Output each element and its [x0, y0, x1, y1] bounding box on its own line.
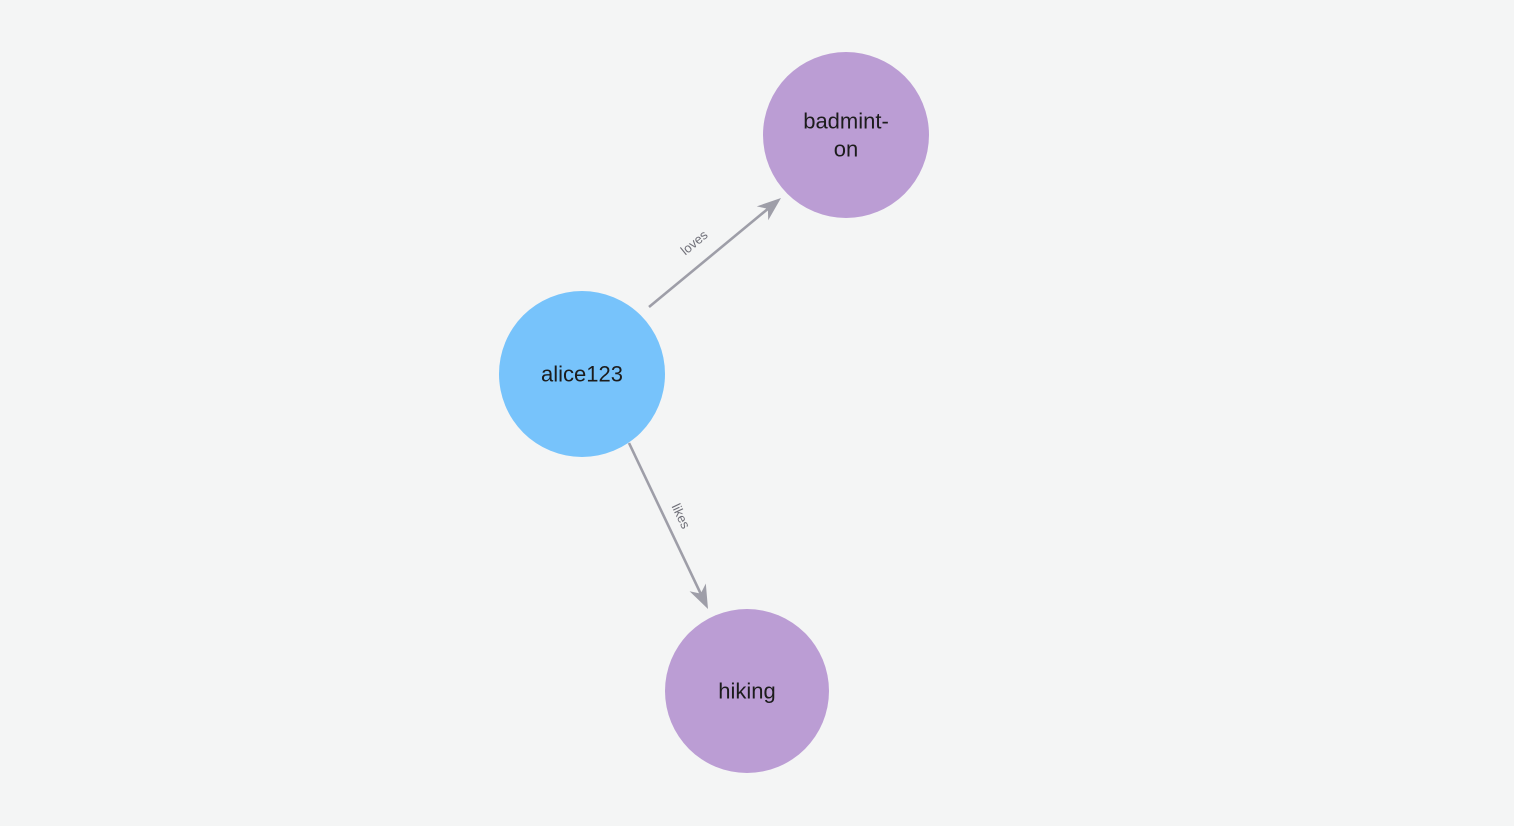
edge-likes-line[interactable] — [627, 442, 702, 595]
node-alice123-circle[interactable] — [499, 291, 665, 457]
edge-loves-arrowhead — [756, 198, 781, 221]
edge-likes[interactable]: likes — [627, 442, 708, 609]
nodes-layer: alice123 badmint-on hiking — [499, 52, 929, 773]
edge-loves[interactable]: loves — [648, 198, 781, 309]
edge-loves-line[interactable] — [648, 207, 769, 309]
edge-likes-label: likes — [669, 501, 694, 531]
node-badminton[interactable]: badmint-on — [763, 52, 929, 218]
node-alice123[interactable]: alice123 — [499, 291, 665, 457]
node-hiking-circle[interactable] — [665, 609, 829, 773]
edge-likes-arrowhead — [689, 583, 708, 609]
node-hiking[interactable]: hiking — [665, 609, 829, 773]
node-badminton-circle[interactable] — [763, 52, 929, 218]
edge-loves-label: loves — [678, 227, 711, 258]
